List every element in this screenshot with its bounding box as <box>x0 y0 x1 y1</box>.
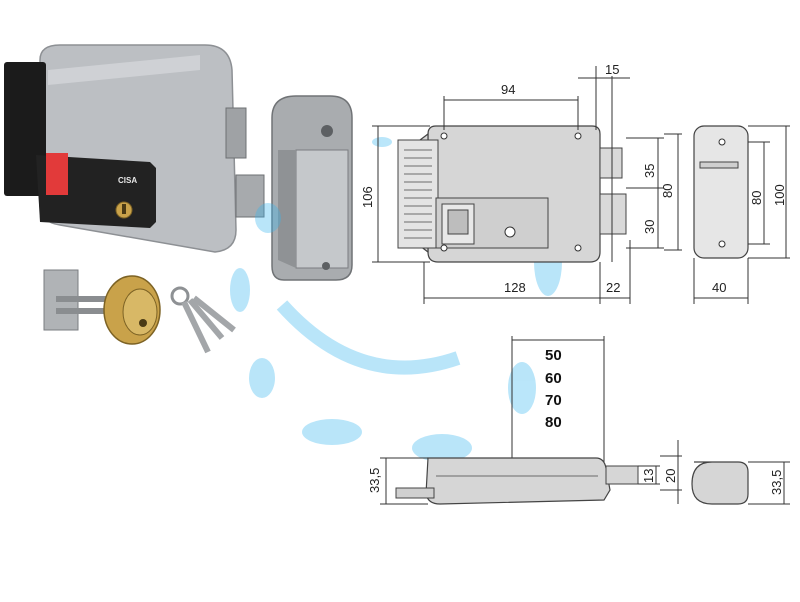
dim-30-label: 30 <box>642 220 657 234</box>
latch-bolt <box>225 107 247 159</box>
cylinder-and-keys-photo <box>43 269 236 354</box>
dim-35-label: 35 <box>642 164 657 178</box>
dim-94-label: 94 <box>501 82 515 97</box>
backset-option-70: 70 <box>545 392 562 409</box>
release-button <box>46 153 68 195</box>
bottom-dim-20-label: 20 <box>663 469 678 483</box>
front-view-drawing: 94 15 106 35 30 80 128 22 <box>360 62 682 304</box>
dim-106-label: 106 <box>360 186 375 208</box>
side-dim-100-label: 100 <box>772 184 787 206</box>
bottom-dim-33-5-left-label: 33,5 <box>367 468 382 493</box>
keys <box>170 286 236 354</box>
side-dim-40-label: 40 <box>712 280 726 295</box>
lock-body-photo: CISA <box>4 44 265 253</box>
dead-bolt <box>235 174 265 218</box>
keeper-box-photo <box>271 95 353 281</box>
backset-option-50: 50 <box>545 347 562 364</box>
backset-option-80: 80 <box>545 414 562 431</box>
brand-label: CISA <box>118 176 137 185</box>
lock-handle-plate <box>4 62 46 196</box>
dim-15-label: 15 <box>605 62 619 77</box>
dim-128-label: 128 <box>504 280 526 295</box>
dim-80-label: 80 <box>660 184 675 198</box>
bottom-dim-33-5-right-label: 33,5 <box>769 470 784 495</box>
dim-22-label: 22 <box>606 280 620 295</box>
bottom-dim-13-label: 13 <box>641 469 656 483</box>
side-dim-80-label: 80 <box>749 191 764 205</box>
side-view-drawing: 80 100 40 <box>693 125 790 304</box>
backset-option-60: 60 <box>545 370 562 387</box>
bottom-view-drawing: 50 60 70 80 33,5 13 20 33,5 <box>367 336 790 505</box>
